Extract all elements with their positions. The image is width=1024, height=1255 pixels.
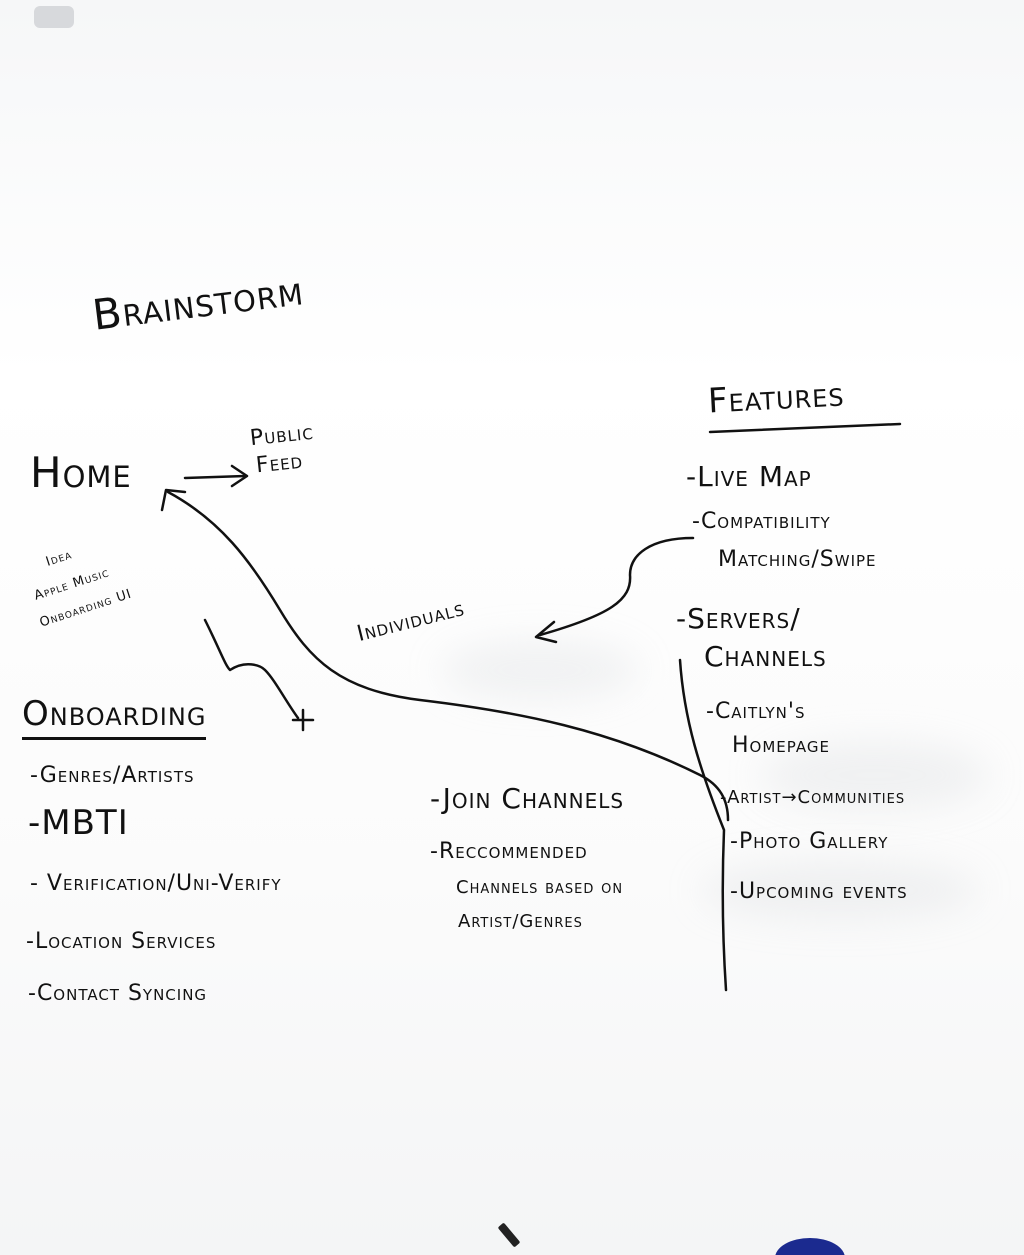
- onboarding-item: -MBTI: [28, 803, 129, 843]
- smudge: [700, 860, 980, 920]
- feature-live-map: -Live Map: [686, 460, 812, 493]
- home-to-feed-arrowhead: [230, 464, 249, 488]
- idea-to-onboarding-arrow: [203, 618, 300, 720]
- public-feed-line1: Public: [248, 419, 315, 452]
- idea-note-line1: Idea: [44, 547, 75, 570]
- feature-sub-item: -Artist→Communities: [720, 787, 906, 808]
- smudge: [760, 740, 990, 810]
- individuals-arrowhead: [534, 620, 558, 644]
- join-channels: -Join Channels: [430, 782, 625, 815]
- features-heading: Features: [707, 374, 846, 422]
- individuals-label: Individuals: [354, 596, 468, 647]
- marker-tip: [497, 1222, 521, 1248]
- onboarding-item: -Location Services: [26, 929, 217, 954]
- feature-sub-item: -Caitlyn's: [706, 699, 806, 724]
- feature-compat-line2: Matching/Swipe: [718, 547, 877, 572]
- features-to-individuals-curve: [538, 536, 695, 637]
- smudge: [440, 640, 640, 700]
- recommended-line1: -Reccommended: [430, 839, 588, 864]
- magnet: [34, 6, 74, 28]
- feature-servers-line1: -Servers/: [676, 602, 801, 635]
- feature-compat-line1: -Compatibility: [692, 509, 831, 534]
- features-underline: [708, 422, 902, 434]
- home-arrowhead: [160, 488, 187, 512]
- onboarding-item: - Verification/Uni-Verify: [30, 871, 282, 896]
- feature-sub-item: -Upcoming events: [730, 879, 908, 904]
- title: Brainstorm: [89, 265, 307, 340]
- home-to-feed-arrow: [183, 474, 247, 480]
- public-feed-line2: Feed: [254, 448, 305, 479]
- blue-marker-cap: [775, 1238, 845, 1255]
- onboarding-item: -Contact Syncing: [28, 981, 208, 1006]
- onboarding-item: -Genres/Artists: [30, 763, 195, 788]
- feature-sub-item: Homepage: [732, 733, 830, 758]
- feature-sub-item: -Photo Gallery: [730, 829, 889, 854]
- recommended-line2: Channels based on: [456, 877, 624, 898]
- individuals-to-home-curve: [166, 490, 730, 822]
- home-label: Home: [30, 448, 132, 497]
- feature-servers-line2: Channels: [704, 640, 827, 673]
- recommended-line3: Artist/Genres: [458, 911, 583, 932]
- onboarding-heading: Onboarding: [22, 695, 207, 741]
